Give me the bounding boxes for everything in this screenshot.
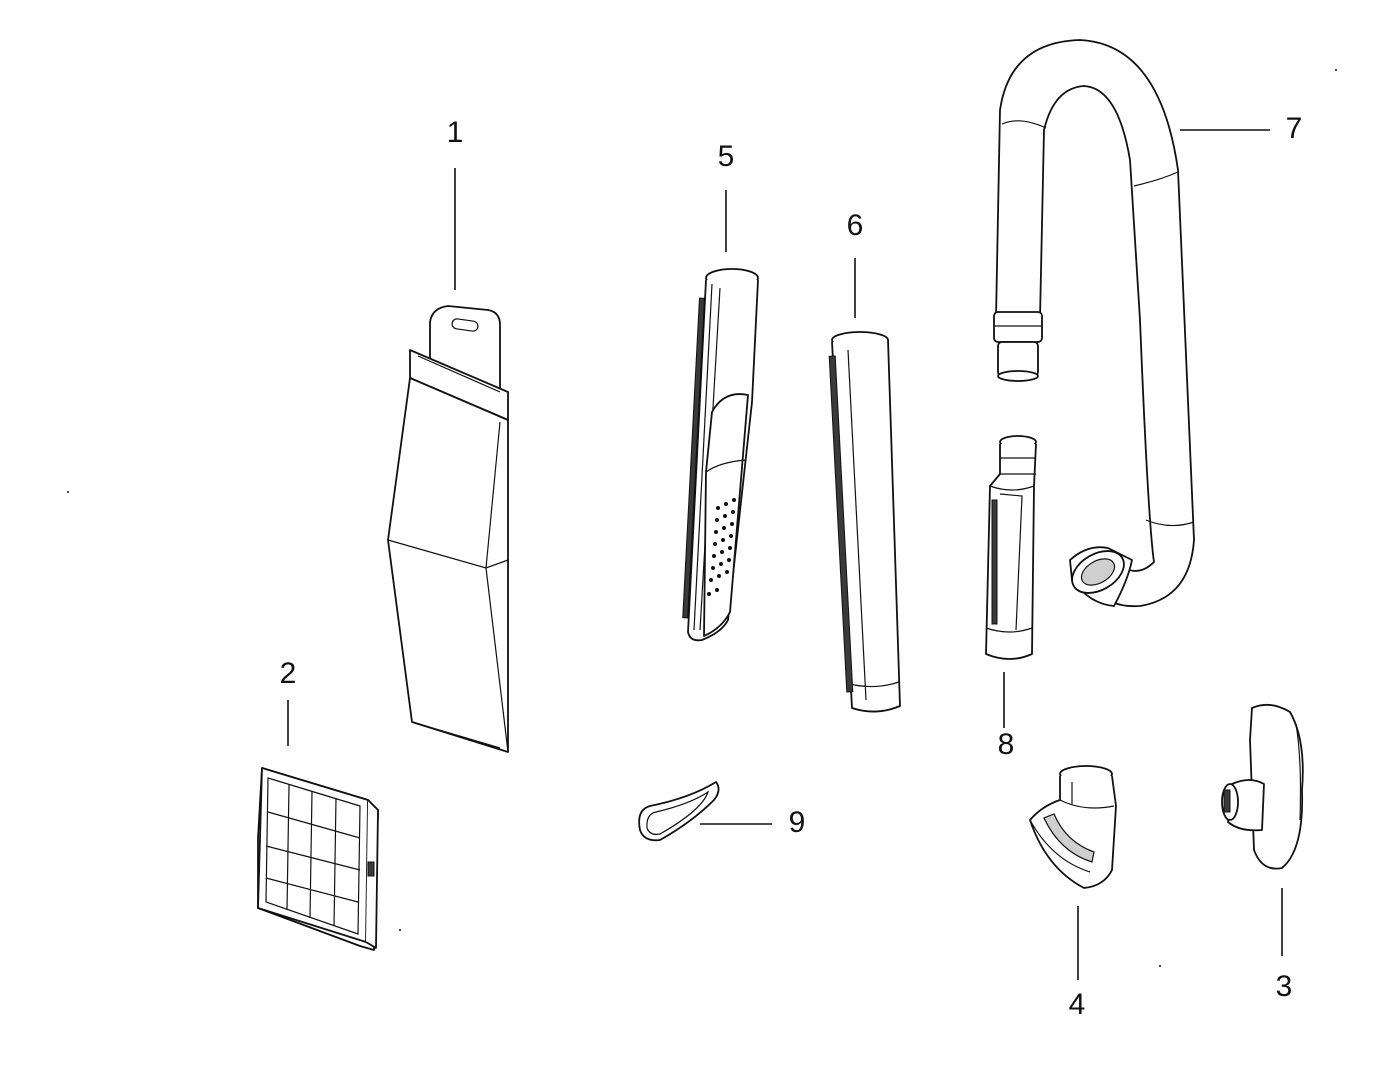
part-1-bag: 1 <box>387 116 509 753</box>
part-4-adapter: 4 <box>1029 765 1117 1021</box>
part-7-label: 7 <box>1286 112 1303 145</box>
part-8-hose-end: 8 <box>985 435 1037 761</box>
part-6-extension-wand: 6 <box>828 209 901 713</box>
crevice-tool-icon <box>682 268 759 642</box>
scan-specks <box>67 69 1337 967</box>
crevice-vent-dots <box>707 498 736 596</box>
part-5-crevice-tool: 5 <box>682 140 759 642</box>
adapter-icon <box>1029 765 1117 889</box>
upholstery-tool-icon <box>1221 703 1304 870</box>
hose-icon <box>993 39 1195 608</box>
part-6-label: 6 <box>847 209 864 242</box>
part-1-label: 1 <box>447 116 464 149</box>
filter-icon <box>257 767 379 951</box>
part-3-upholstery-tool: 3 <box>1221 703 1304 1003</box>
part-7-hose: 7 <box>993 39 1303 608</box>
part-9-label: 9 <box>789 806 806 839</box>
part-5-label: 5 <box>718 140 735 173</box>
part-4-label: 4 <box>1069 988 1086 1021</box>
hose-end-icon <box>985 435 1037 660</box>
part-2-label: 2 <box>280 657 297 690</box>
part-9-belt: 9 <box>638 781 806 842</box>
bag-icon <box>387 305 509 753</box>
part-2-filter: 2 <box>257 657 379 951</box>
part-8-label: 8 <box>998 728 1015 761</box>
part-3-label: 3 <box>1276 970 1293 1003</box>
extension-wand-icon <box>828 331 901 713</box>
belt-icon <box>638 781 720 842</box>
